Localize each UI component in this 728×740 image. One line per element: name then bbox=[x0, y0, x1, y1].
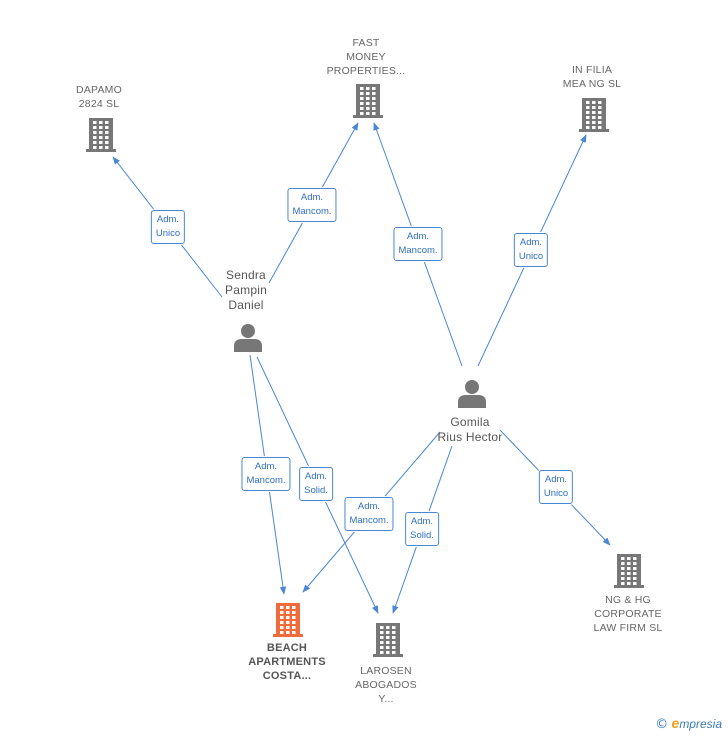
fast-label[interactable]: FAST MONEY PROPERTIES... bbox=[326, 37, 406, 77]
edge-label-gomila-beach[interactable]: Adm. Mancom. bbox=[344, 497, 394, 531]
infilia-label[interactable]: IN FILIA MEA NG SL bbox=[562, 64, 622, 90]
edges-layer bbox=[112, 122, 611, 614]
brand-name: mpresia bbox=[679, 717, 722, 731]
edge-label-gomila-fast[interactable]: Adm. Mancom. bbox=[393, 227, 443, 261]
brand-initial: e bbox=[671, 715, 680, 731]
copyright-symbol: © bbox=[655, 717, 669, 732]
edge-label-gomila-larosen[interactable]: Adm. Solid. bbox=[405, 512, 439, 546]
beach-label[interactable]: BEACH APARTMENTS COSTA... bbox=[248, 642, 326, 682]
dapamo-building-icon[interactable] bbox=[86, 118, 116, 152]
empresia-logo[interactable]: © empresia bbox=[655, 715, 722, 732]
sendra-label[interactable]: Sendra Pampin Daniel bbox=[225, 268, 267, 312]
larosen-building-icon[interactable] bbox=[373, 623, 403, 657]
beach-building-icon[interactable] bbox=[273, 603, 303, 637]
dapamo-label[interactable]: DAPAMO 2824 SL bbox=[76, 84, 122, 110]
gomila-label[interactable]: Gomila Rius Hector bbox=[437, 415, 503, 444]
edge-label-gomila-nghg[interactable]: Adm. Unico bbox=[538, 470, 574, 504]
nghg-label[interactable]: NG & HG CORPORATE LAW FIRM SL bbox=[593, 594, 663, 634]
infilia-building-icon[interactable] bbox=[579, 98, 609, 132]
sendra-person-icon[interactable] bbox=[234, 324, 262, 352]
edge-label-sendra-fast[interactable]: Adm. Mancom. bbox=[287, 188, 337, 222]
edge-label-sendra-dapamo[interactable]: Adm. Unico bbox=[150, 210, 186, 244]
larosen-label[interactable]: LAROSEN ABOGADOS Y... bbox=[355, 665, 417, 705]
edge-label-sendra-beach[interactable]: Adm. Mancom. bbox=[241, 457, 291, 491]
nghg-building-icon[interactable] bbox=[614, 554, 644, 588]
gomila-person-icon[interactable] bbox=[458, 380, 486, 408]
edge-label-sendra-larosen[interactable]: Adm. Solid. bbox=[299, 467, 333, 501]
icons-layer bbox=[86, 84, 644, 657]
fast-building-icon[interactable] bbox=[353, 84, 383, 118]
edge-label-gomila-infilia[interactable]: Adm. Unico bbox=[513, 233, 549, 267]
